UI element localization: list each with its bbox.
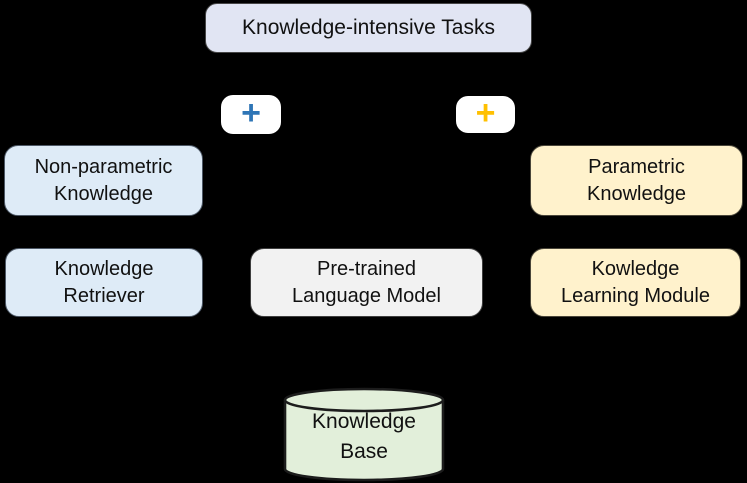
knowledge-base-label: Knowledge Base xyxy=(312,410,416,463)
node-knowledge-retriever: Knowledge Retriever xyxy=(5,248,203,317)
node-knowledge-learning-module: Kowledge Learning Module xyxy=(530,248,741,317)
plus-icon: + xyxy=(241,93,261,132)
node-knowledge-intensive-tasks: Knowledge-intensive Tasks xyxy=(205,3,532,53)
plus-badge-right: + xyxy=(456,96,515,133)
node-non-parametric-knowledge: Non-parametric Knowledge xyxy=(4,145,203,216)
node-parametric-knowledge: Parametric Knowledge xyxy=(530,145,743,216)
diagram-canvas: { "canvas": { "background": "#000000" },… xyxy=(4,3,743,482)
plus-badge-left: + xyxy=(221,95,281,134)
plus-icon: + xyxy=(475,93,496,132)
node-pretrained-language-model: Pre-trained Language Model xyxy=(250,248,483,317)
